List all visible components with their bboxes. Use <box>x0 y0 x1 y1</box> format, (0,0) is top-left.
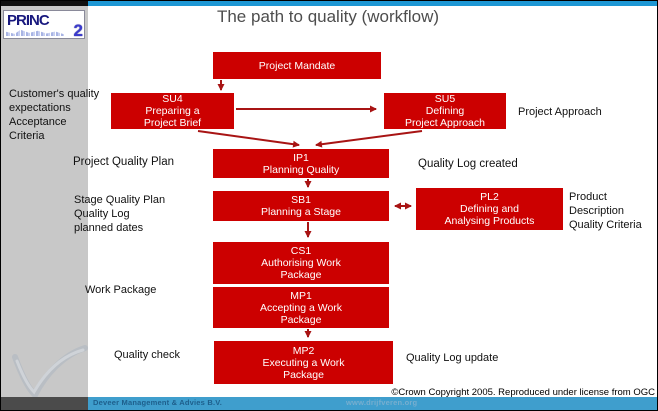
box-mp1-accepting-work-package: MP1 Accepting a Work Package <box>213 287 389 328</box>
top-bar-left-segment <box>1 1 88 6</box>
slide-title: The path to quality (workflow) <box>216 7 440 26</box>
footer-company-name: Deveer Management & Advies B.V. <box>93 398 223 407</box>
box-su5-defining-project-approach: SU5 Defining Project Approach <box>384 93 506 129</box>
box-project-mandate: Project Mandate <box>213 52 381 79</box>
top-bar <box>88 1 657 6</box>
label-quality-log-created: Quality Log created <box>418 158 518 170</box>
footer-website: www.drijfveren.org <box>346 398 418 407</box>
left-gray-strip <box>1 6 88 398</box>
label-customer-quality-expectations: Customer's quality expectations Acceptan… <box>9 88 100 142</box>
box-mp2-executing-work-package: MP2 Executing a Work Package <box>214 341 393 384</box>
prince2-logo-numeral: 2 <box>73 21 83 40</box>
skyline-icon <box>6 29 64 36</box>
box-cs1-authorising-work-package: CS1 Authorising Work Package <box>213 242 389 284</box>
label-stage-quality-plan: Stage Quality Plan Quality Log planned d… <box>74 194 166 234</box>
box-sb1-planning-a-stage: SB1 Planning a Stage <box>213 191 389 221</box>
arrow-su5-to-ip1 <box>315 130 423 148</box>
footer-left-segment <box>1 397 88 410</box>
footer-bar <box>88 397 657 410</box>
label-project-approach: Project Approach <box>518 106 602 118</box>
box-su4-preparing-project-brief: SU4 Preparing a Project Brief <box>111 93 234 129</box>
label-work-package: Work Package <box>85 284 157 296</box>
label-quality-check: Quality check <box>114 349 181 361</box>
label-project-quality-plan: Project Quality Plan <box>73 156 174 168</box>
label-product-description-quality-criteria: Product Description Quality Criteria <box>569 191 642 231</box>
crown-copyright-notice: ©Crown Copyright 2005. Reproduced under … <box>391 387 655 398</box>
box-ip1-planning-quality: IP1 Planning Quality <box>213 149 389 178</box>
arrow-su4-to-ip1 <box>197 130 300 148</box>
prince2-logo: PRINC 2 <box>3 10 85 40</box>
label-quality-log-update: Quality Log update <box>406 352 499 364</box>
box-pl2-defining-analysing-products: PL2 Defining and Analysing Products <box>416 188 563 230</box>
prince2-logo-text: PRINC <box>7 12 50 29</box>
